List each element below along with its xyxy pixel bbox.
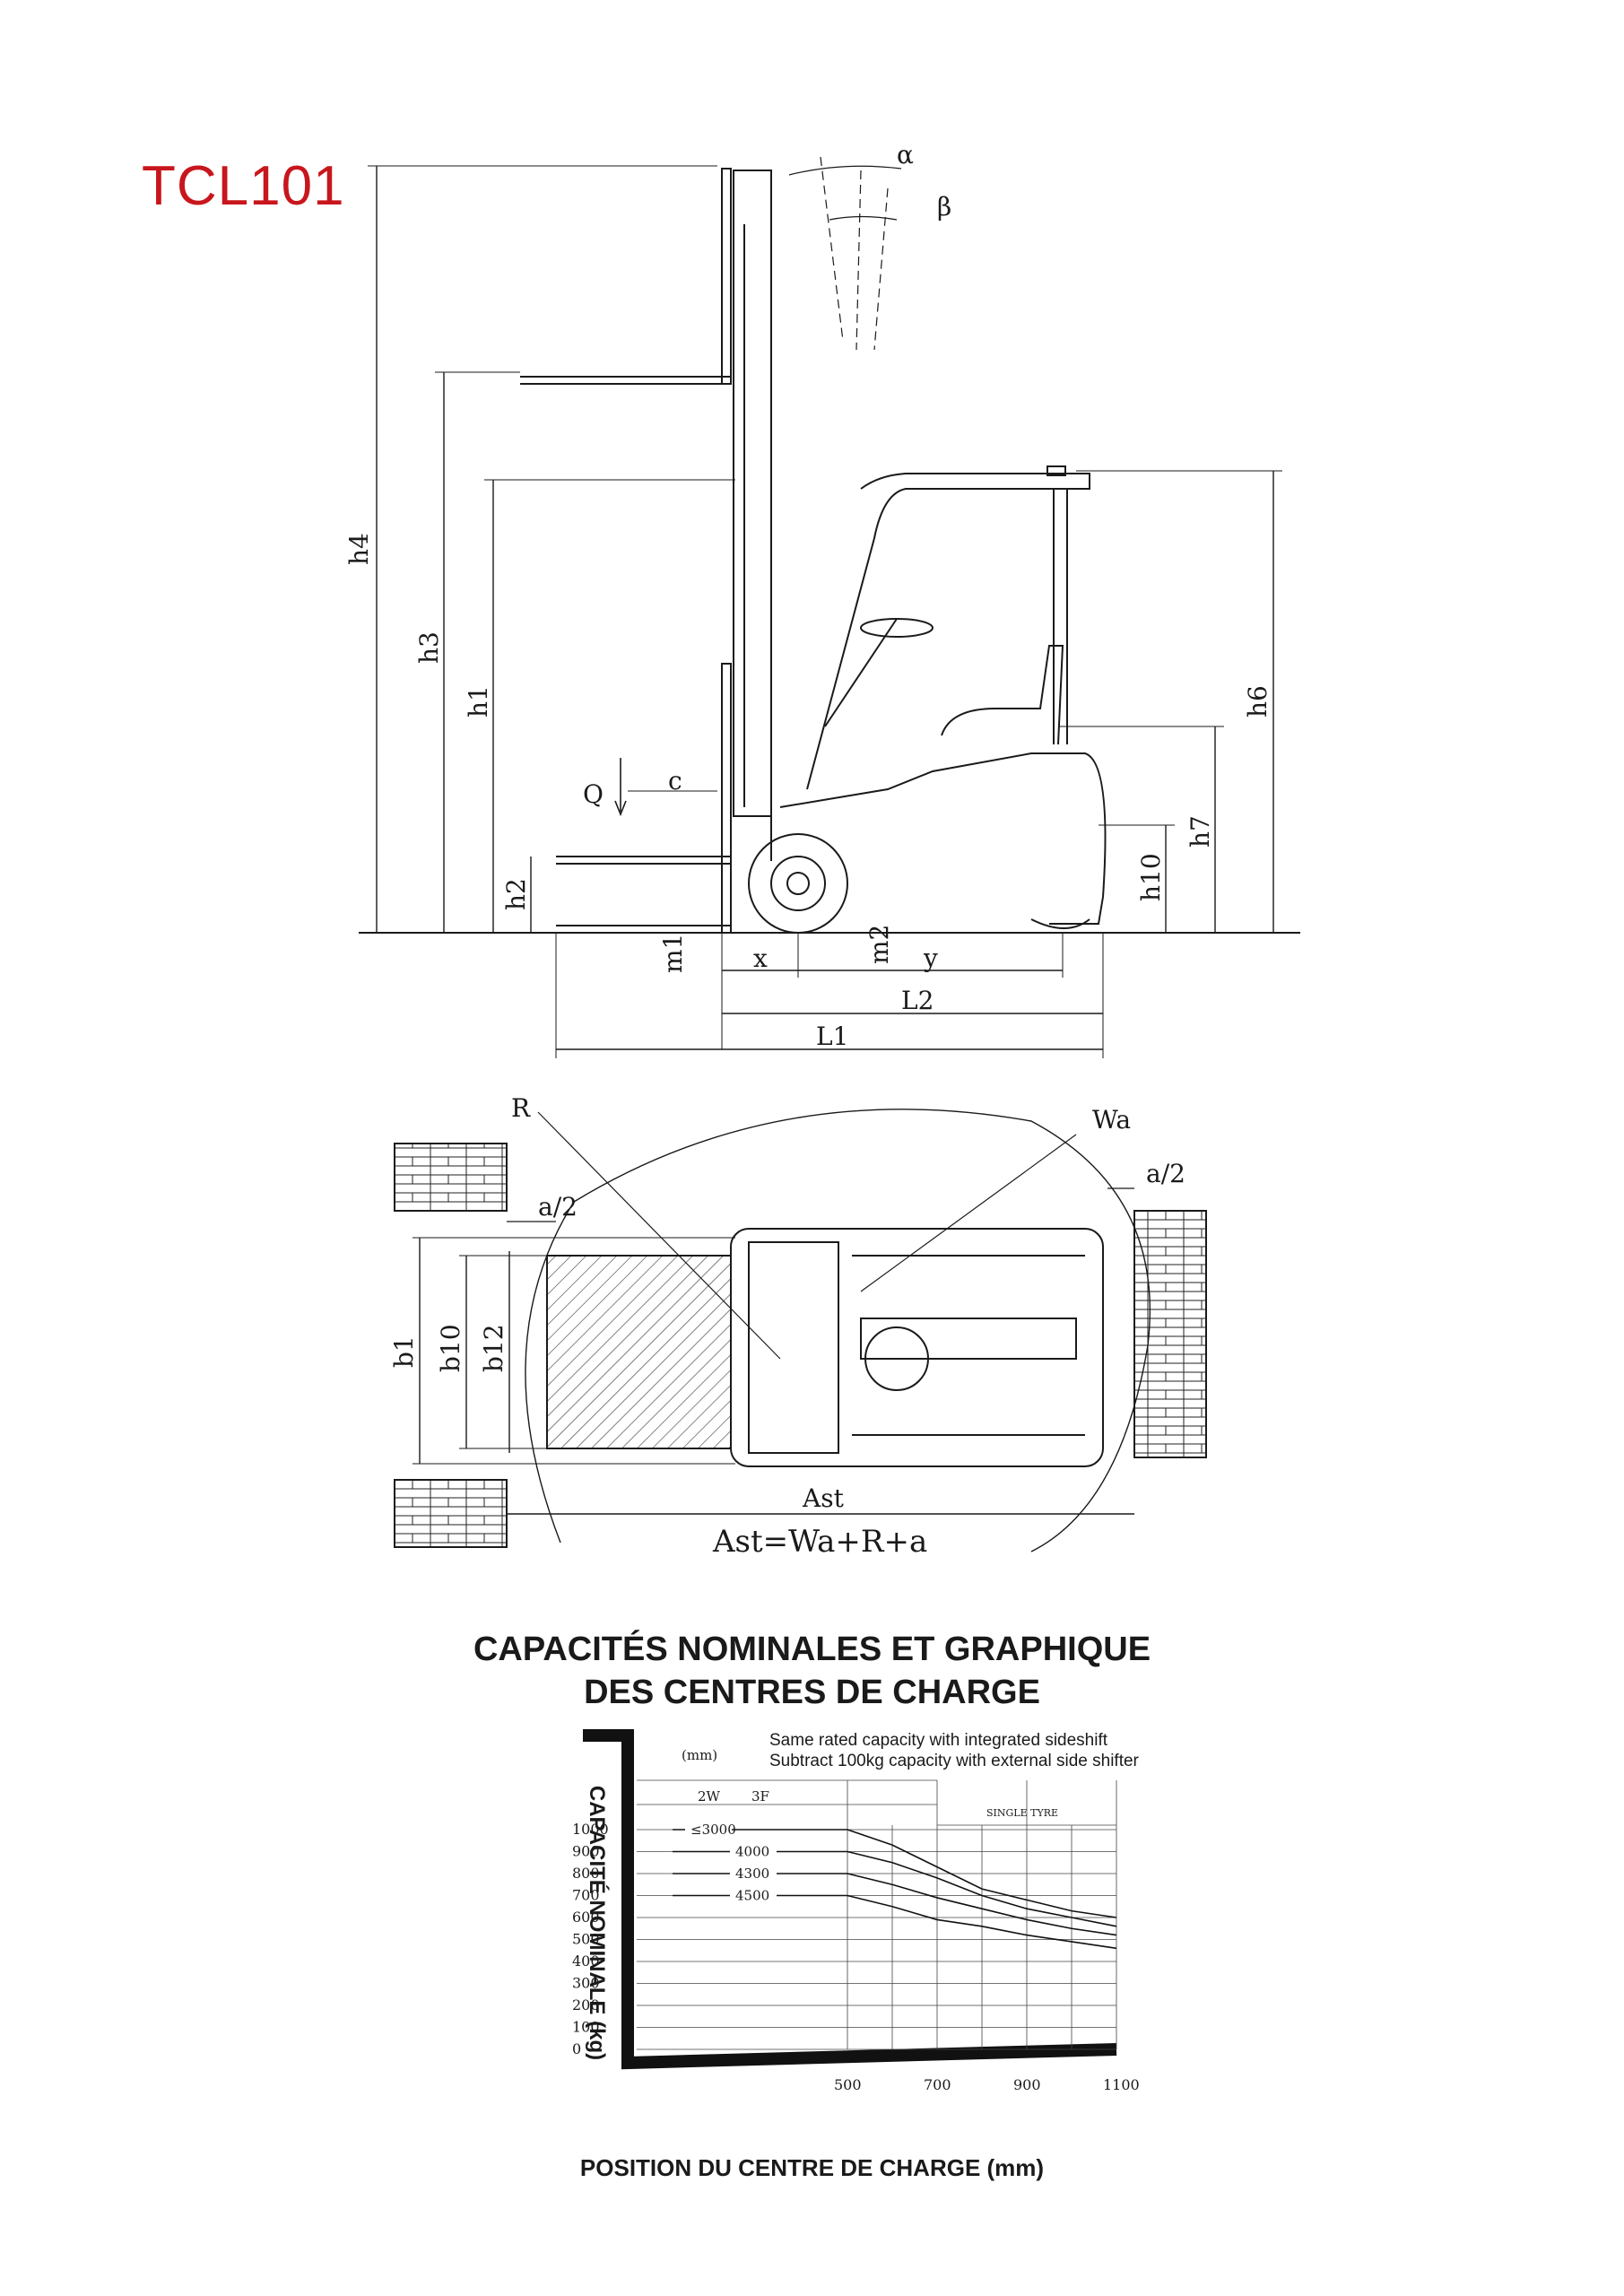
x-tick-label: 1100 — [1103, 2076, 1140, 2093]
top-view-labels: R Wa a/2 a/2 b1 b10 b12 Ast Ast=Wa+R+a — [389, 1093, 1185, 1560]
label-h6: h6 — [1243, 685, 1272, 718]
label-c: c — [668, 766, 682, 796]
side-view-labels: α β h4 h3 h1 h2 h6 h7 h10 x y L2 L1 m1 m… — [344, 140, 1272, 1051]
label-L1: L1 — [816, 1022, 848, 1051]
label-m2: m2 — [864, 925, 894, 964]
chart-note-1: Same rated capacity with integrated side… — [769, 1731, 1108, 1750]
label-h1: h1 — [464, 685, 493, 718]
chart-title-line-2: DES CENTRES DE CHARGE — [584, 1674, 1040, 1711]
series-label: 4300 — [735, 1866, 769, 1882]
series-label: 4000 — [735, 1844, 769, 1860]
label-alpha: α — [897, 140, 914, 170]
label-h2: h2 — [501, 878, 531, 910]
label-Wa: Wa — [1092, 1105, 1131, 1135]
y-tick-label: 0 — [572, 2040, 581, 2057]
x-tick-label: 500 — [834, 2076, 862, 2093]
label-L2: L2 — [901, 986, 934, 1015]
label-m1: m1 — [658, 934, 688, 973]
label-R: R — [511, 1093, 531, 1123]
axis-frame — [583, 1729, 1117, 2070]
y-tick-label: 700 — [572, 1887, 600, 1904]
label-h10: h10 — [1136, 853, 1166, 901]
label-beta: β — [937, 192, 951, 222]
series-label-bg — [730, 1842, 777, 1859]
chart-title-line-1: CAPACITÉS NOMINALES ET GRAPHIQUE — [473, 1631, 1151, 1668]
label-a-half-right: a/2 — [1146, 1159, 1185, 1188]
formula-ast: Ast=Wa+R+a — [712, 1524, 927, 1560]
label-h4: h4 — [344, 533, 374, 565]
label-b1: b1 — [389, 1335, 419, 1368]
series-label: ≤3000 — [690, 1822, 736, 1838]
y-tick-label: 1000 — [572, 1821, 609, 1838]
series-line — [847, 1829, 1117, 1918]
x-tick-label: 700 — [924, 2076, 951, 2093]
model-title: TCL101 — [142, 155, 345, 217]
label-b12: b12 — [479, 1324, 508, 1372]
y-tick-label: 200 — [572, 1996, 600, 2013]
label-h3: h3 — [414, 631, 444, 664]
chart-y-label: CAPACITÉ NOMINALE (kg) — [585, 1785, 609, 2061]
label-Ast: Ast — [802, 1483, 845, 1513]
technical-drawing: α β h4 h3 h1 h2 h6 h7 h10 x y L2 L1 m1 m… — [344, 140, 1300, 1560]
series-label: 4500 — [735, 1888, 769, 1904]
series-line — [847, 1850, 1117, 1927]
label-Q: Q — [583, 779, 604, 809]
label-y: y — [923, 944, 938, 973]
y-tick-label: 400 — [572, 1952, 600, 1970]
x-tick-label: 900 — [1013, 2076, 1041, 2093]
series-label-bg — [730, 1865, 777, 1881]
header-3f: 3F — [751, 1788, 769, 1805]
label-a-half-left: a/2 — [538, 1192, 578, 1222]
forklift-top-view — [394, 1109, 1207, 1552]
series-line — [847, 1873, 1117, 1936]
chart-x-label: POSITION DU CENTRE DE CHARGE (mm) — [579, 2154, 1045, 2181]
label-h7: h7 — [1185, 815, 1215, 848]
y-tick-label: 100 — [572, 2019, 600, 2036]
unit-label: (mm) — [682, 1747, 717, 1763]
y-tick-label: 800 — [572, 1865, 600, 1882]
y-tick-label: 500 — [572, 1931, 600, 1948]
y-tick-label: 600 — [572, 1909, 600, 1926]
chart-note-2: Subtract 100kg capacity with external si… — [769, 1752, 1139, 1770]
y-tick-label: 900 — [572, 1843, 600, 1860]
series-label-bg — [685, 1821, 732, 1837]
series-label-bg — [730, 1886, 777, 1903]
forklift-side-view — [359, 156, 1300, 1058]
header-single-tyre: SINGLE TYRE — [986, 1807, 1058, 1819]
y-tick-label: 300 — [572, 1975, 600, 1992]
header-2w: 2W — [698, 1788, 721, 1805]
series-line — [847, 1894, 1117, 1950]
label-x: x — [753, 944, 768, 973]
load-center-chart: (mm) 2W 3F SINGLE TYRE ≤3000400043004500… — [572, 1729, 1140, 2093]
label-b10: b10 — [436, 1324, 465, 1372]
